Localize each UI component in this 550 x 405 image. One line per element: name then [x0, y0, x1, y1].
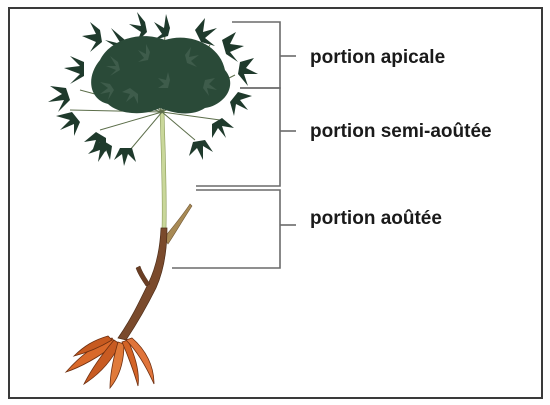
leaf — [189, 140, 213, 160]
leaf — [212, 118, 234, 138]
leaf — [82, 22, 102, 52]
stem-side-branch — [164, 204, 192, 244]
stem-lower — [118, 228, 167, 340]
leaf — [88, 140, 112, 162]
leaf — [114, 148, 136, 166]
foliage-canopy — [48, 12, 258, 166]
tubers — [66, 336, 154, 388]
leaf — [230, 92, 252, 116]
stem-stub — [136, 266, 150, 286]
bracket-aoutee — [172, 190, 280, 268]
label-portion-apicale: portion apicale — [310, 47, 445, 69]
label-portion-semi-aoutee: portion semi-aoûtée — [310, 121, 492, 143]
leaf — [154, 14, 170, 40]
leaf — [64, 56, 84, 84]
leaf — [48, 86, 70, 112]
stem-upper — [160, 110, 166, 230]
leaf — [222, 32, 244, 62]
leaf — [238, 58, 258, 86]
stem — [118, 110, 192, 340]
bracket-apical — [232, 22, 280, 88]
label-portion-aoutee: portion aoûtée — [310, 208, 442, 230]
leaf — [56, 112, 80, 136]
